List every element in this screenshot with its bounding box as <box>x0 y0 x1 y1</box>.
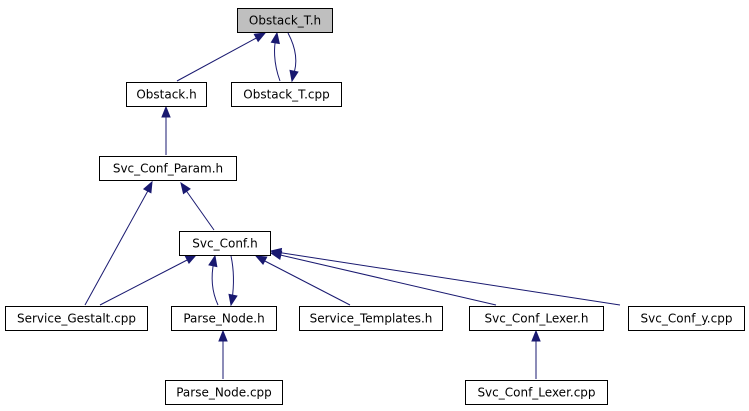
node-svc-conf-param-h[interactable]: Svc_Conf_Param.h <box>99 156 237 181</box>
node-svc-conf-h[interactable]: Svc_Conf.h <box>179 231 271 256</box>
edge-obstack-h-to-obstack-t-h <box>176 32 267 82</box>
node-box <box>628 306 745 331</box>
node-label: Obstack_T.h <box>249 14 321 28</box>
node-label: Parse_Node.cpp <box>176 386 272 400</box>
edge-line <box>274 37 281 82</box>
arrowhead-icon <box>142 180 153 194</box>
node-service-templates-h[interactable]: Service_Templates.h <box>299 306 443 331</box>
edge-line <box>230 255 234 301</box>
edge-service-templates-h-to-svc-conf-h <box>254 255 351 306</box>
node-label: Service_Gestalt.cpp <box>17 312 136 326</box>
arrowhead-icon <box>253 32 267 43</box>
node-label: Svc_Conf_Param.h <box>113 162 223 176</box>
node-label: Service_Templates.h <box>310 312 433 326</box>
node-box <box>171 306 277 331</box>
edge-parse-node-h-to-svc-conf-h <box>208 254 219 306</box>
edge-svc-conf-h-to-parse-node-h <box>228 255 238 307</box>
arrowhead-icon <box>289 69 299 83</box>
node-box <box>469 306 604 331</box>
arrowhead-icon <box>161 105 171 118</box>
edge-line <box>211 260 219 306</box>
edge-service-gestalt-cpp-to-svc-conf-param-h <box>84 180 153 306</box>
arrowhead-icon <box>270 31 280 45</box>
arrowhead-icon <box>228 293 238 307</box>
arrowhead-icon <box>184 254 198 265</box>
edge-line <box>184 188 215 231</box>
edge-parse-node-cpp-to-parse-node-h <box>218 329 228 379</box>
node-parse-node-cpp[interactable]: Parse_Node.cpp <box>165 380 283 405</box>
edge-obstack-t-cpp-to-obstack-t-h <box>270 31 281 82</box>
node-label: Parse_Node.h <box>183 312 264 326</box>
arrowhead-icon <box>180 181 191 195</box>
edge-svc-conf-lexer-h-to-svc-conf-h <box>269 250 497 306</box>
node-label: Obstack_T.cpp <box>243 88 329 102</box>
node-box <box>5 306 148 331</box>
node-label: Svc_Conf_Lexer.cpp <box>477 386 595 400</box>
node-svc-conf-lexer-h[interactable]: Svc_Conf_Lexer.h <box>469 306 604 331</box>
node-box <box>299 306 443 331</box>
node-svc-conf-y-cpp[interactable]: Svc_Conf_y.cpp <box>628 306 745 331</box>
node-svc-conf-lexer-cpp[interactable]: Svc_Conf_Lexer.cpp <box>465 380 608 405</box>
node-service-gestalt-cpp[interactable]: Service_Gestalt.cpp <box>5 306 148 331</box>
edge-svc-conf-y-cpp-to-svc-conf-h <box>269 247 621 306</box>
edge-obstack-t-h-to-obstack-t-cpp <box>287 32 299 83</box>
edge-line <box>84 186 151 306</box>
node-box <box>179 231 271 256</box>
edge-service-gestalt-cpp-to-svc-conf-h <box>99 254 198 306</box>
edge-svc-conf-param-h-to-obstack-h <box>161 105 171 155</box>
node-label: Svc_Conf_Lexer.h <box>485 312 589 326</box>
node-box <box>465 380 608 405</box>
arrowhead-icon <box>269 247 283 258</box>
edge-line <box>176 35 261 82</box>
node-box <box>237 8 333 33</box>
node-obstack-t-cpp[interactable]: Obstack_T.cpp <box>231 82 342 107</box>
node-parse-node-h[interactable]: Parse_Node.h <box>171 306 277 331</box>
edge-line <box>287 32 297 77</box>
node-obstack-t-h[interactable]: Obstack_T.h <box>237 8 333 33</box>
arrowhead-icon <box>218 329 228 342</box>
node-label: Svc_Conf.h <box>192 237 257 251</box>
node-label: Svc_Conf_y.cpp <box>641 312 733 326</box>
edge-line <box>99 257 192 306</box>
edge-line <box>275 251 621 306</box>
node-box <box>165 380 283 405</box>
arrowhead-icon <box>254 255 268 266</box>
arrowhead-icon <box>531 329 541 342</box>
edge-svc-conf-h-to-svc-conf-param-h <box>180 181 215 231</box>
edge-svc-conf-lexer-cpp-to-svc-conf-lexer-h <box>531 329 541 379</box>
node-box <box>231 82 342 107</box>
node-obstack-h[interactable]: Obstack.h <box>126 82 207 107</box>
node-label: Obstack.h <box>136 88 196 102</box>
node-box <box>126 82 207 107</box>
edge-line <box>275 253 497 306</box>
edge-line <box>260 258 351 306</box>
node-box <box>99 156 237 181</box>
arrowhead-icon <box>208 254 218 268</box>
